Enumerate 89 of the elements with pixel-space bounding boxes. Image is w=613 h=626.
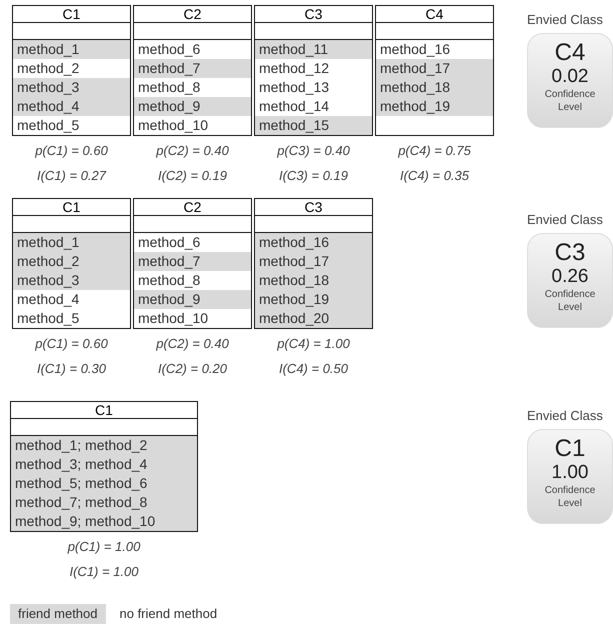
class-box [375,5,494,136]
method-name: method_12 [255,59,372,78]
confidence-label: Confidence Level [544,288,596,314]
method-name: method_9; method_10 [11,512,197,531]
metric-text: p(C4) = 1.00 [277,335,350,353]
metric-text: I(C1) = 0.27 [36,167,106,185]
metric-text: I(C3) = 0.19 [278,167,348,185]
method-name: method_14 [255,97,372,116]
class-box [254,198,373,329]
class-name: C2 [134,6,251,23]
card-heading: Envied Class [527,12,603,27]
class-name: C4 [376,6,493,23]
metric-text: I(C4) = 0.35 [400,167,469,185]
method-name: method_15 [255,116,372,135]
method-name: method_5 [13,309,130,328]
method-name: method_3 [13,271,130,290]
metric-text: I(C4) = 0.50 [278,360,348,378]
metric-text: p(C4) = 0.75 [398,142,471,160]
method-name: method_3; method_4 [11,455,197,474]
class-name: C1 [13,6,130,23]
metric-text: I(C2) = 0.20 [158,360,227,378]
metric-text: p(C1) = 1.00 [68,538,140,556]
highlight-band [376,59,493,116]
card-heading: Envied Class [527,212,603,227]
method-name: method_9 [134,97,251,116]
metric-text: I(C1) = 0.30 [36,360,106,378]
class-box [133,198,252,329]
method-name: method_5 [13,116,130,135]
class-box [12,5,131,136]
class-name: C3 [255,6,372,23]
method-name: method_16 [255,233,372,252]
class-name: C4 [554,40,586,66]
metric-text: p(C3) = 0.40 [277,142,350,160]
class-box [10,401,198,532]
metric-text: I(C1) = 1.00 [69,563,138,581]
confidence-value: 1.00 [552,462,588,484]
metric-text: p(C1) = 0.60 [35,335,108,353]
highlight-band [255,233,372,328]
confidence-value: 0.26 [552,266,588,288]
method-name: method_16 [376,40,493,59]
highlight-band [13,78,130,116]
class-box [254,5,373,136]
class-box [133,5,252,136]
method-name: method_13 [255,78,372,97]
highlight-band [13,233,130,290]
method-name: method_17 [255,252,372,271]
method-name: method_4 [13,97,130,116]
method-name: method_9 [134,290,251,309]
confidence-label: Confidence Level [544,484,596,510]
method-name: method_19 [255,290,372,309]
method-name: method_2 [13,59,130,78]
method-name: method_2 [13,252,130,271]
method-name: method_11 [255,40,372,59]
method-name: method_5; method_6 [11,474,197,493]
highlight-band [11,436,197,531]
method-name: method_6 [134,40,251,59]
method-name: method_10 [134,309,251,328]
metric-text: p(C2) = 0.40 [156,142,229,160]
class-name: C3 [554,240,586,266]
confidence-value: 0.02 [552,66,588,88]
confidence-label: Confidence Level [544,88,596,114]
card-heading: Envied Class [527,408,603,423]
method-name: method_20 [255,309,372,328]
legend-item: friend method [10,604,106,624]
method-name: method_8 [134,78,251,97]
method-name: method_17 [376,59,493,78]
method-name: method_3 [13,78,130,97]
method-name: method_4 [13,290,130,309]
method-name: method_7 [134,59,251,78]
method-name: method_7 [134,252,251,271]
class-name: C2 [134,199,251,216]
method-name: method_6 [134,233,251,252]
method-name: method_19 [376,97,493,116]
method-name: method_18 [255,271,372,290]
metric-text: p(C1) = 0.60 [35,142,108,160]
metric-text: p(C2) = 0.40 [156,335,229,353]
class-name: C1 [554,436,586,462]
class-name: C1 [11,402,197,419]
class-name: C3 [255,199,372,216]
method-name: method_7; method_8 [11,493,197,512]
class-name: C1 [13,199,130,216]
metric-text: I(C2) = 0.19 [158,167,227,185]
method-name: method_1 [13,40,130,59]
method-name: method_8 [134,271,251,290]
class-box [12,198,131,329]
method-name: method_1; method_2 [11,436,197,455]
method-name: method_18 [376,78,493,97]
method-name: method_1 [13,233,130,252]
method-name: method_10 [134,116,251,135]
